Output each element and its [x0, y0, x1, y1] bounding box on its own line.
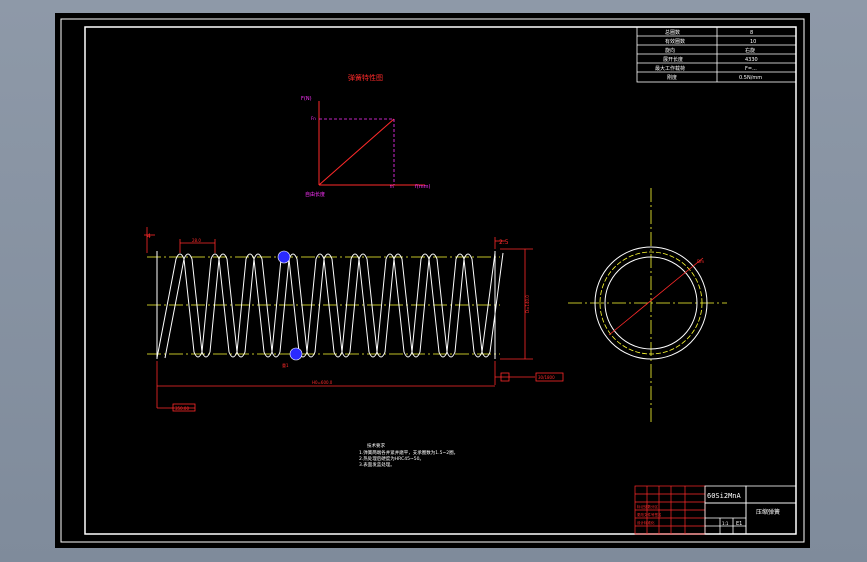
param-value-3: 右旋 [745, 47, 755, 54]
outer-border [60, 18, 805, 543]
spring-view [147, 250, 504, 361]
end-marker-label: 2.5 [499, 239, 509, 246]
param-name-6: 刚度 [667, 74, 677, 81]
dimensions [144, 227, 564, 412]
title-block-row-3: 设计标准化 [637, 520, 655, 525]
right-ref-label: 30/1800 [538, 375, 555, 380]
section-marker-label: 4 [147, 233, 151, 240]
coil-section-top [277, 250, 291, 264]
material-label: 60Si2MnA [707, 492, 742, 500]
notes-title: 技术要求 [367, 442, 385, 449]
cad-drawing: 总圈数 8 有效圈数 10 旋向 右旋 展开长度 4330 最大工作载荷 F=.… [60, 18, 805, 543]
coil-section-bottom [289, 347, 303, 361]
pitch-dimension: 28.0 [192, 238, 201, 243]
graph-y-label: F(N) [301, 96, 312, 102]
parameter-table [636, 26, 797, 83]
graph-x-label: f(mm) [415, 184, 430, 190]
note-line-2: 2.热处理后硬度为HRC45~50。 [359, 455, 424, 462]
graph-origin-label: 自由长度 [305, 191, 325, 198]
note-line-1: 1.弹簧两端各并紧并磨平，支承圈数为1.5~2圈， [359, 449, 458, 456]
param-name-4: 展开长度 [663, 56, 683, 63]
diameter-dimension: D=140.0 [525, 295, 530, 313]
param-name-1: 总圈数 [665, 29, 680, 36]
param-name-3: 旋向 [665, 47, 675, 54]
graph-title: 弹簧特性图 [348, 73, 383, 82]
param-name-2: 有效圈数 [665, 38, 685, 45]
mean-diameter-label: Dm [697, 259, 704, 264]
note-line-3: 3.表面发蓝处理。 [359, 461, 395, 468]
param-value-1: 8 [750, 30, 753, 36]
param-name-5: 最大工作载荷 [655, 65, 685, 72]
graph-y-tick: Fn [311, 116, 316, 121]
title-block [634, 485, 706, 535]
graph-x-tick: fn [390, 184, 394, 189]
param-value-4: 4330 [745, 57, 758, 63]
free-length-dimension: H0=600.0 [312, 380, 333, 385]
param-value-6: 0.5N/mm [739, 75, 762, 81]
left-ref-label: 350.00 [175, 406, 189, 411]
scale-label: 1:1 [722, 521, 729, 526]
title-block-row-2: 更改文件号签名 [637, 512, 662, 517]
spring-coil-outer [156, 252, 496, 359]
end-view [568, 188, 727, 423]
coil-label: 重1 [282, 362, 289, 368]
title-block-row-1: 标记处数分区 [637, 504, 658, 509]
drawing-sheet: 总圈数 8 有效圈数 10 旋向 右旋 展开长度 4330 最大工作载荷 F=.… [55, 13, 810, 548]
sheet-label: E1 [736, 521, 742, 527]
param-value-2: 10 [750, 39, 756, 45]
spring-coil-inner [164, 252, 504, 359]
param-value-5: F=... [745, 66, 757, 72]
characteristic-graph [318, 101, 425, 186]
part-name-label: 压缩弹簧 [756, 508, 780, 516]
inner-border [84, 26, 797, 535]
